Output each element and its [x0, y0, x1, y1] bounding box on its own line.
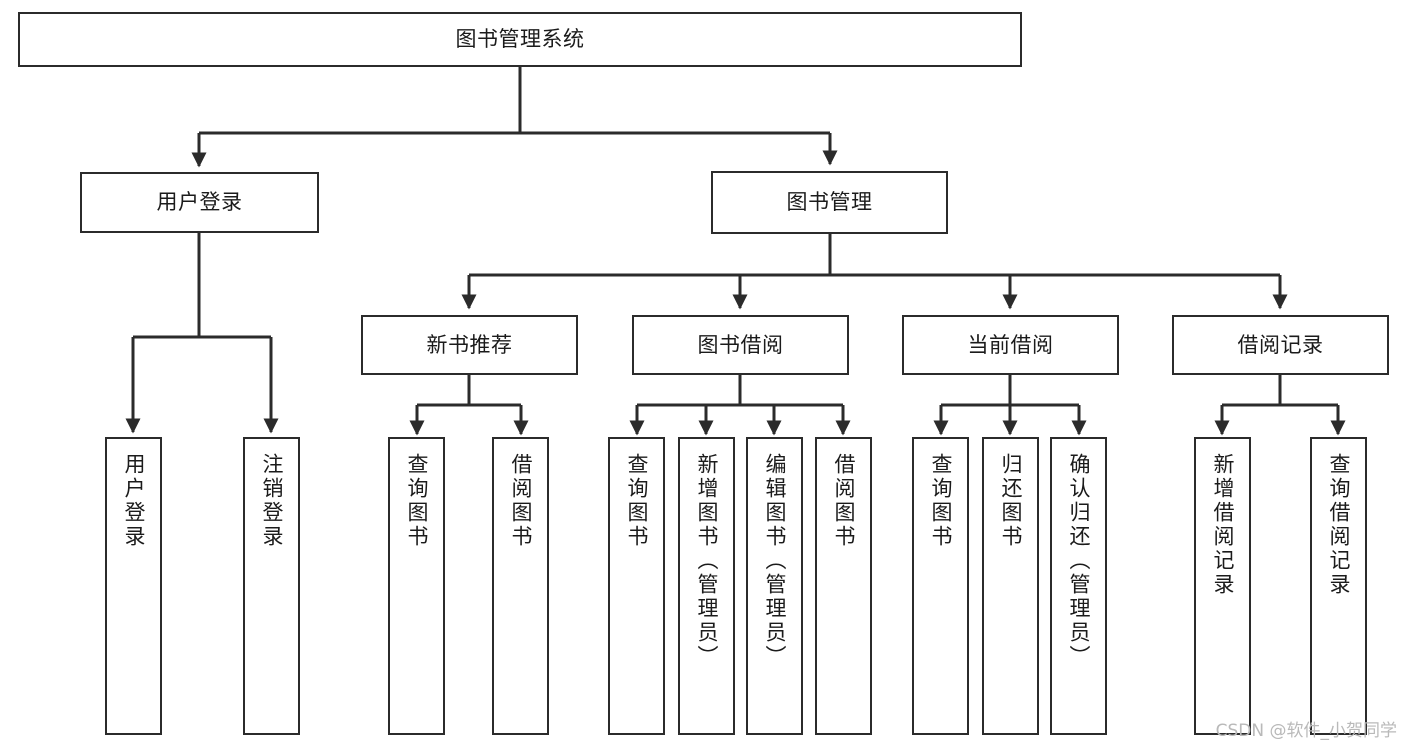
leaf-edit-book-label: 编辑图书（管理员） [763, 453, 787, 669]
leaf-user-login-label: 用户登录 [122, 453, 146, 549]
watermark-text: CSDN @软件_小贺同学 [1215, 721, 1397, 741]
leaf-confirm-return-label: 确认归还（管理员） [1067, 453, 1091, 669]
node-root-label: 图书管理系统 [455, 27, 585, 52]
node-new-book-recommend[interactable]: 新书推荐 [361, 315, 578, 375]
leaf-return-book-label: 归还图书 [999, 453, 1023, 549]
leaf-query-book-2-label: 查询图书 [625, 453, 649, 549]
leaf-borrow-book-1[interactable]: 借阅图书 [492, 437, 549, 735]
leaf-borrow-book-2[interactable]: 借阅图书 [815, 437, 872, 735]
leaf-query-book-2[interactable]: 查询图书 [608, 437, 665, 735]
leaf-logout-login[interactable]: 注销登录 [243, 437, 300, 735]
leaf-query-book-3-label: 查询图书 [929, 453, 953, 549]
leaf-edit-book[interactable]: 编辑图书（管理员） [746, 437, 803, 735]
node-book-borrow[interactable]: 图书借阅 [632, 315, 849, 375]
node-new-book-recommend-label: 新书推荐 [426, 332, 513, 357]
leaf-query-book-1-label: 查询图书 [405, 453, 429, 549]
node-user-login-label: 用户登录 [156, 190, 243, 215]
leaf-return-book[interactable]: 归还图书 [982, 437, 1039, 735]
node-current-borrow-label: 当前借阅 [967, 332, 1054, 357]
leaf-add-record[interactable]: 新增借阅记录 [1194, 437, 1251, 735]
leaf-confirm-return[interactable]: 确认归还（管理员） [1050, 437, 1107, 735]
leaf-query-book-3[interactable]: 查询图书 [912, 437, 969, 735]
leaf-query-record-label: 查询借阅记录 [1327, 453, 1351, 597]
leaf-query-record[interactable]: 查询借阅记录 [1310, 437, 1367, 735]
node-book-management-label: 图书管理 [786, 190, 873, 215]
node-book-management[interactable]: 图书管理 [711, 171, 948, 234]
node-borrow-record[interactable]: 借阅记录 [1172, 315, 1389, 375]
leaf-add-book[interactable]: 新增图书（管理员） [678, 437, 735, 735]
leaf-user-login[interactable]: 用户登录 [105, 437, 162, 735]
node-root[interactable]: 图书管理系统 [18, 12, 1022, 67]
node-borrow-record-label: 借阅记录 [1237, 332, 1324, 357]
leaf-logout-login-label: 注销登录 [260, 453, 284, 549]
leaf-borrow-book-2-label: 借阅图书 [832, 453, 856, 549]
node-user-login[interactable]: 用户登录 [80, 172, 319, 233]
leaf-query-book-1[interactable]: 查询图书 [388, 437, 445, 735]
leaf-add-book-label: 新增图书（管理员） [695, 453, 719, 669]
node-book-borrow-label: 图书借阅 [697, 332, 784, 357]
leaf-add-record-label: 新增借阅记录 [1211, 453, 1235, 597]
leaf-borrow-book-1-label: 借阅图书 [509, 453, 533, 549]
node-current-borrow[interactable]: 当前借阅 [902, 315, 1119, 375]
